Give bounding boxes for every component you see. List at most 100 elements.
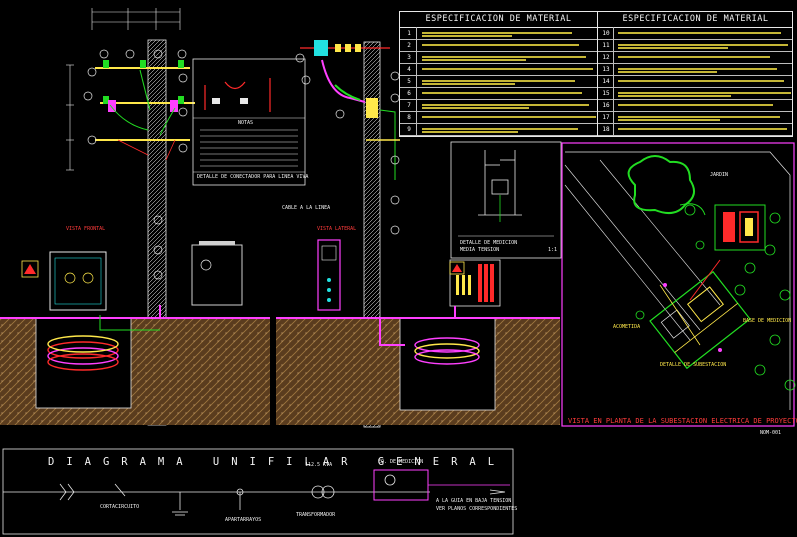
spec-row-divider [400,135,792,136]
spec-row-text [618,92,791,94]
spec-row-text [422,104,589,106]
spec-row-text [422,107,529,109]
spec-row-number: 13 [602,66,610,73]
spec-row-number: 14 [602,78,610,85]
plan-substation [714,204,766,251]
garden-label: JARDIN [710,172,729,178]
spec-row-text [422,83,515,85]
spec-row-text [618,80,784,82]
spec-row-number: 18 [602,126,610,133]
spec-row-text [422,92,582,94]
plan-code: NOM-001 [760,430,782,436]
cutouts-left [108,100,178,112]
callouts-left [83,49,188,280]
spec-column-divider [597,12,598,136]
detail-scale: 1:1 [548,247,558,253]
spec-row-text [422,32,572,34]
spec-row-number: 12 [602,54,610,61]
garden-area [627,155,695,215]
notes-heading: NOTAS [238,120,254,126]
spec-row-number: 17 [602,114,610,121]
spec-row-number: 15 [602,90,610,97]
spec-row-text [618,71,717,73]
spec-row-text [422,80,575,82]
spec-row-text [618,56,770,58]
subestacion-label: DETALLE DE SUBESTACION [660,362,727,368]
spec-row-divider [400,75,792,76]
plan-pad [649,270,751,370]
spec-row-divider [400,39,792,40]
spec-number-divider [416,27,417,136]
spec-row-number: 9 [407,126,411,133]
surge-arrester-label: APARTARRAYOS [225,517,262,523]
top-dimensions [91,8,181,30]
spec-row-text [618,119,720,121]
spec-row-number: 11 [602,42,610,49]
spec-row-text [422,59,526,61]
wiring-left [109,69,176,136]
diagram-caption-2: VER PLANOS CORRESPONDIENTES [436,506,518,512]
transformer-kva: 112.5 KVA [305,462,333,468]
detail-caption-1: DETALLE DE MEDICION [460,240,518,246]
spec-row-text [422,131,518,133]
acometida-label: ACOMETIDA [613,324,641,330]
spec-row-text [618,44,788,46]
cable-coil-left [47,335,119,371]
transformer-note: TRANSFORMADOR [296,512,336,518]
spec-row-text [618,116,780,118]
spec-row-text [618,32,781,34]
diagram-caption-1: A LA GUIA EN BAJA TENSION [436,498,512,504]
spec-row-text [422,128,578,130]
spec-header-right: ESPECIFICACION DE MATERIAL [597,12,793,28]
spec-row-text [422,35,512,37]
spec-row-text [618,104,773,106]
spec-number-divider [613,27,614,136]
spec-row-number: 2 [407,42,411,49]
spec-row-divider [400,123,792,124]
insulators-left [103,60,184,104]
meter-post [317,239,341,311]
connector-detail-caption: DETALLE DE CONECTADOR PARA LINEA VIVA [197,174,309,180]
metering-label: EQ. DE MEDICION [378,459,424,465]
spec-row-text [422,68,593,70]
plan-view [561,142,796,427]
spec-row-number: 3 [407,54,411,61]
spec-row-number: 10 [602,30,610,37]
material-spec-table: ESPECIFICACION DE MATERIAL ESPECIFICACIO… [399,11,793,137]
single-line-diagram [2,448,514,535]
left-elevation [0,8,270,426]
single-line-diagram-title: DIAGRAMA UNIFILAR GENERAL [48,456,507,468]
spec-row-number: 8 [407,114,411,121]
side-view-label: VISTA LATERAL [317,226,357,232]
spec-row-number: 5 [407,78,411,85]
plan-view-title: VISTA EN PLANTA DE LA SUBESTACION ELECTR… [568,417,797,425]
cutout-label: CORTACIRCUITO [100,504,140,510]
spec-header-left: ESPECIFICACION DE MATERIAL [400,12,597,28]
pad-transformer [191,244,243,306]
middle-elevation [276,40,560,428]
spec-row-text [422,56,586,58]
spec-row-text [618,47,728,49]
spec-row-number: 1 [407,30,411,37]
transformer-middle [449,259,501,307]
spec-row-number: 4 [407,66,411,73]
spec-row-text [618,95,731,97]
cable-line-label: CABLE A LA LINEA [282,205,331,211]
spec-row-text [618,128,787,130]
notes-box [192,58,306,186]
spec-row-text [422,44,579,46]
front-view-label: VISTA FRONTAL [66,226,106,232]
spec-row-number: 16 [602,102,610,109]
left-dimensions [66,64,74,171]
detail-caption-2: MEDIA TENSION [460,247,500,253]
detail-box [450,141,562,259]
spec-row-divider [400,87,792,88]
spec-row-divider [400,111,792,112]
plan-trees [635,204,796,391]
spec-row-number: 7 [407,102,411,109]
spec-row-divider [400,51,792,52]
spec-row-number: 6 [407,90,411,97]
warning-sign-left [21,260,39,278]
spec-row-divider [400,99,792,100]
